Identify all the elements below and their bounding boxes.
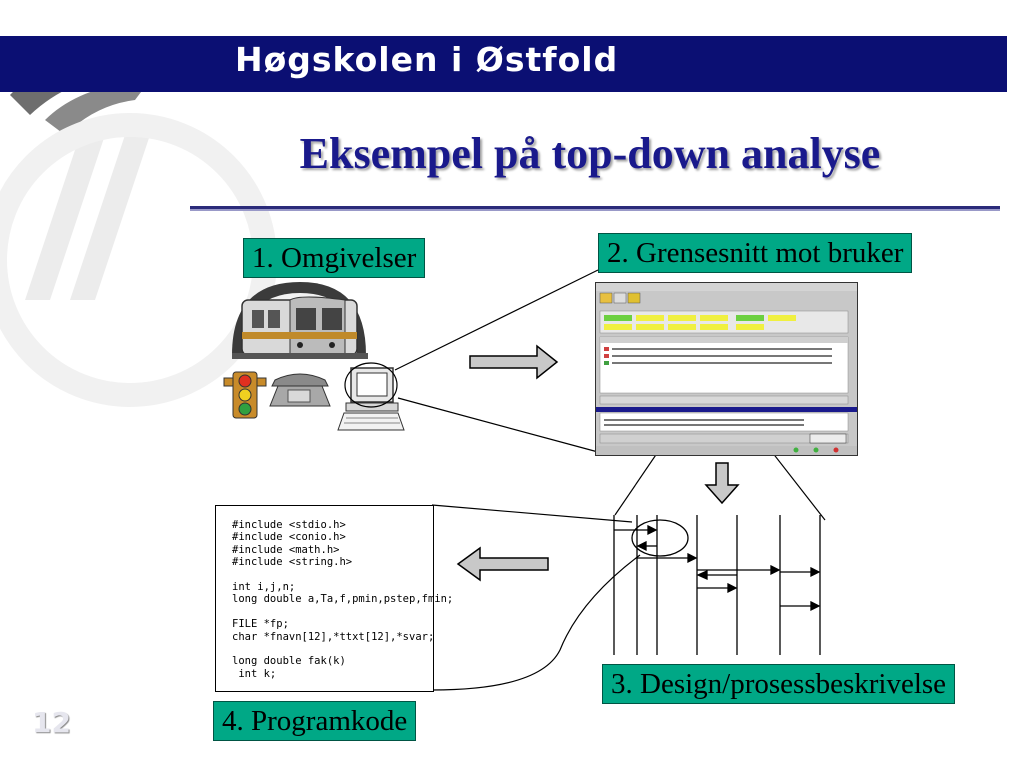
arrow-left-icon <box>456 546 549 582</box>
arrow-down-icon <box>704 462 740 505</box>
label-design: 3. Design/prosessbeskrivelse <box>602 664 956 704</box>
school-name: Høgskolen i Østfold <box>235 40 619 79</box>
slide-number: 12 <box>32 706 71 739</box>
arrow-right-icon <box>469 344 559 380</box>
user-interface-screenshot <box>595 282 858 456</box>
sequence-diagram <box>613 515 821 655</box>
ui-screenshot-graphic <box>596 283 857 455</box>
slide-title: Eksempel på top-down analyse <box>299 129 881 178</box>
traffic-light-icon <box>223 371 267 419</box>
train-icon <box>232 282 368 359</box>
title-divider <box>190 206 1000 211</box>
header-band <box>0 36 1007 92</box>
code-page <box>215 505 434 692</box>
telephone-icon <box>269 373 331 407</box>
label-programkode: 4. Programkode <box>213 701 417 741</box>
computer-icon <box>337 362 405 431</box>
code-listing: #include <stdio.h> #include <conio.h> #i… <box>232 519 454 680</box>
label-omgivelser: 1. Omgivelser <box>243 238 426 278</box>
label-grensesnitt: 2. Grensesnitt mot bruker <box>598 233 913 273</box>
